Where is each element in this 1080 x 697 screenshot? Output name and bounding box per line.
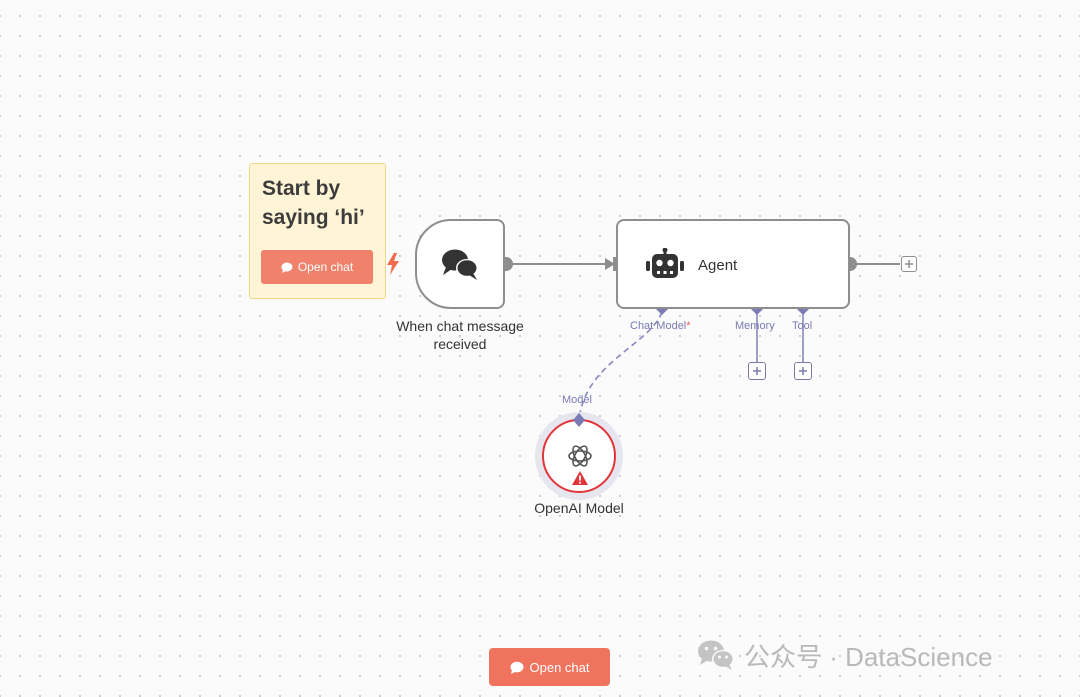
open-chat-label: Open chat	[529, 659, 590, 675]
chat-trigger-node[interactable]	[415, 219, 505, 309]
chat-bubbles-icon	[442, 249, 478, 280]
lightning-icon	[387, 253, 399, 275]
chat-model-port-label: Chat Model*	[630, 320, 691, 332]
openai-model-label: OpenAI Model	[534, 500, 624, 516]
model-port-label: Model	[562, 394, 592, 406]
plus-icon	[799, 367, 807, 375]
robot-icon	[646, 248, 684, 278]
agent-node-title: Agent	[698, 257, 738, 274]
agent-output-add-button[interactable]	[901, 256, 917, 272]
chat-icon	[281, 262, 293, 273]
plus-icon	[753, 367, 761, 375]
warning-icon	[572, 471, 588, 485]
memory-port-label: Memory	[735, 320, 775, 332]
plus-icon	[905, 260, 913, 268]
open-chat-button[interactable]: Open chat	[489, 648, 610, 686]
openai-icon	[568, 445, 592, 467]
model-input-port[interactable]	[570, 412, 588, 428]
required-marker: *	[686, 320, 691, 332]
chat-model-port-text: Chat Model	[630, 320, 687, 332]
connection-arrowhead	[605, 258, 615, 270]
wechat-icon	[698, 640, 734, 670]
add-tool-button[interactable]	[794, 362, 812, 380]
agent-node[interactable]: Agent	[616, 219, 850, 309]
add-memory-button[interactable]	[748, 362, 766, 380]
openai-model-node[interactable]	[542, 419, 616, 493]
watermark-text: 公众号 · DataScience	[744, 641, 993, 672]
sticky-open-chat-button[interactable]: Open chat	[261, 250, 373, 284]
chat-trigger-label: When chat message received	[396, 318, 524, 352]
chat-icon	[510, 661, 523, 674]
tool-port-label: Tool	[792, 320, 813, 332]
sticky-open-chat-label: Open chat	[297, 260, 354, 274]
sticky-note-title: Start by saying ‘hi’	[262, 177, 365, 229]
sticky-note[interactable]: Start by saying ‘hi’ Open chat	[249, 163, 386, 299]
watermark: 公众号 · DataScience	[696, 636, 993, 674]
